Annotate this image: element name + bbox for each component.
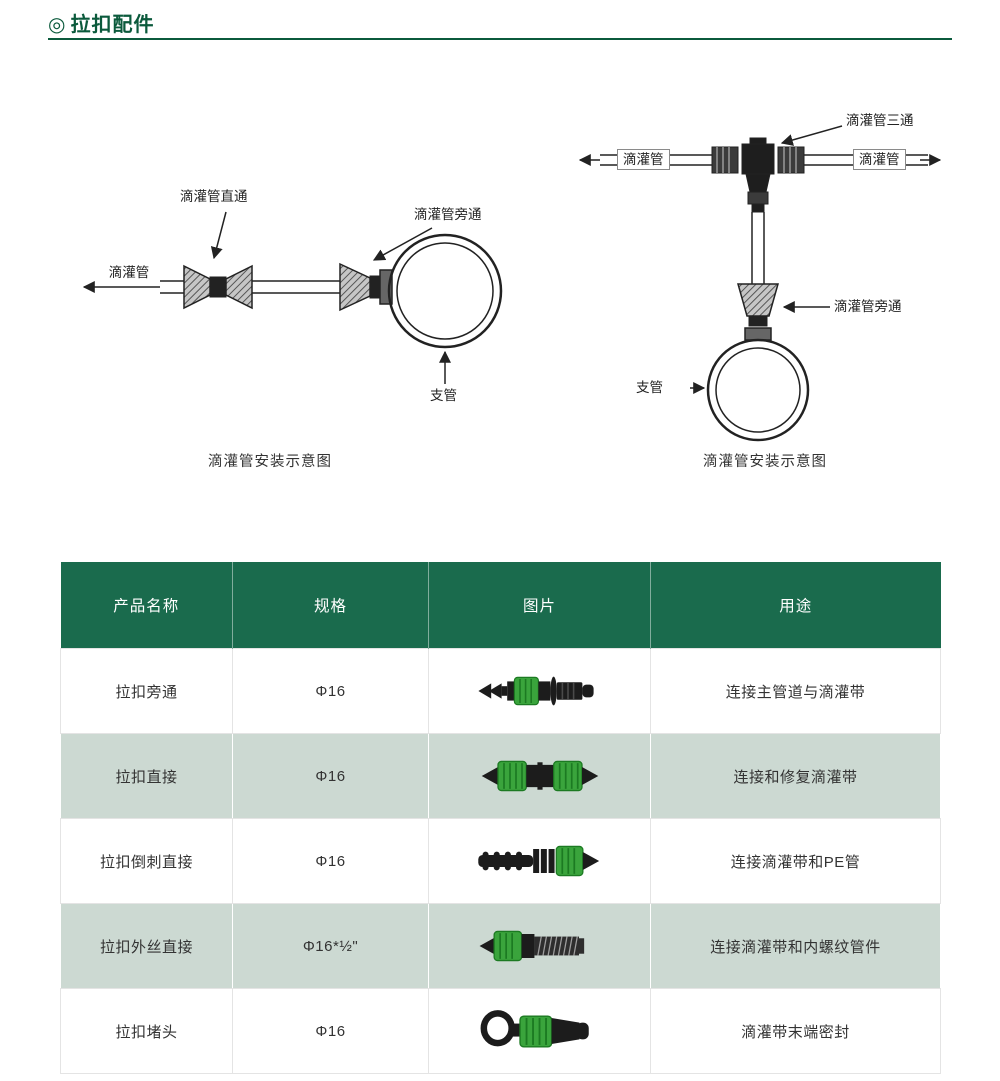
label-branch-pipe-left-figure: 支管: [430, 388, 457, 403]
product-image-bypass-offtake: [477, 676, 594, 706]
product-table-container: 产品名称 规格 图片 用途 拉扣旁通 Φ16: [60, 562, 941, 1074]
table-row-end-plug: 拉扣堵头 Φ16: [60, 988, 941, 1074]
table-row-barbed-coupling: 拉扣倒刺直接 Φ16: [60, 818, 941, 904]
product-image-cell: [428, 988, 651, 1074]
branch-pipe-ring-left: [387, 233, 503, 349]
col-header-spec: 规格: [232, 562, 429, 649]
label-branch-pipe-right-figure: 支管: [636, 380, 663, 395]
table-row-bypass-offtake: 拉扣旁通 Φ16: [60, 648, 941, 734]
table-row-male-thread-adapter: 拉扣外丝直接 Φ16*½": [60, 903, 941, 989]
product-image-cell: [428, 648, 651, 734]
label-drip-pipe-tee: 滴灌管三通: [846, 113, 914, 128]
product-spec-cell: Φ16: [232, 733, 429, 819]
product-image-end-plug: [480, 1010, 589, 1048]
title-bullet-icon: ◎: [48, 14, 67, 36]
product-usage-cell: 连接滴灌带和内螺纹管件: [650, 903, 941, 989]
product-name-cell: 拉扣倒刺直接: [60, 818, 233, 904]
caption-right-diagram: 滴灌管安装示意图: [703, 454, 827, 470]
label-drip-pipe-right-figure-left: 滴灌管: [617, 149, 670, 170]
col-header-image: 图片: [428, 562, 651, 649]
diagram-right-drawing: [578, 125, 942, 442]
table-row-coupling: 拉扣直接 Φ16: [60, 733, 941, 819]
product-spec-cell: Φ16: [232, 988, 429, 1074]
product-name-cell: 拉扣直接: [60, 733, 233, 819]
product-image-coupling: [481, 760, 598, 792]
product-name-cell: 拉扣堵头: [60, 988, 233, 1074]
title-underline: [48, 38, 952, 40]
branch-pipe-ring-right: [706, 338, 810, 442]
product-usage-cell: 连接主管道与滴灌带: [650, 648, 941, 734]
product-name-cell: 拉扣旁通: [60, 648, 233, 734]
tee-connector-drawing: [711, 137, 805, 213]
product-spec-cell: Φ16: [232, 818, 429, 904]
product-usage-cell: 滴灌带末端密封: [650, 988, 941, 1074]
product-image-cell: [428, 818, 651, 904]
caption-left-diagram: 滴灌管安装示意图: [208, 454, 332, 470]
product-spec-cell: Φ16: [232, 648, 429, 734]
page-header: ◎拉扣配件: [48, 8, 154, 37]
label-drip-pipe-bypass-left-figure: 滴灌管旁通: [414, 207, 482, 222]
label-drip-pipe-left-figure: 滴灌管: [108, 265, 150, 280]
page-title: 拉扣配件: [70, 14, 155, 36]
col-header-product-name: 产品名称: [60, 562, 233, 649]
col-header-usage: 用途: [650, 562, 941, 649]
label-drip-pipe-right-figure-right: 滴灌管: [853, 149, 906, 170]
diagram-left-drawing: [82, 211, 503, 384]
product-usage-cell: 连接滴灌带和PE管: [650, 818, 941, 904]
label-drip-pipe-bypass-right-figure: 滴灌管旁通: [834, 299, 902, 314]
table-header-row: 产品名称 规格 图片 用途: [60, 562, 941, 649]
product-image-barbed-coupling: [477, 845, 599, 877]
product-usage-cell: 连接和修复滴灌带: [650, 733, 941, 819]
product-spec-cell: Φ16*½": [232, 903, 429, 989]
product-image-cell: [428, 733, 651, 819]
product-image-cell: [428, 903, 651, 989]
product-table: 产品名称 规格 图片 用途 拉扣旁通 Φ16: [60, 562, 941, 1074]
product-image-male-thread-adapter: [479, 930, 584, 962]
label-drip-pipe-straight-connector: 滴灌管直通: [180, 189, 248, 204]
installation-diagrams-drawing: [82, 125, 942, 442]
product-name-cell: 拉扣外丝直接: [60, 903, 233, 989]
